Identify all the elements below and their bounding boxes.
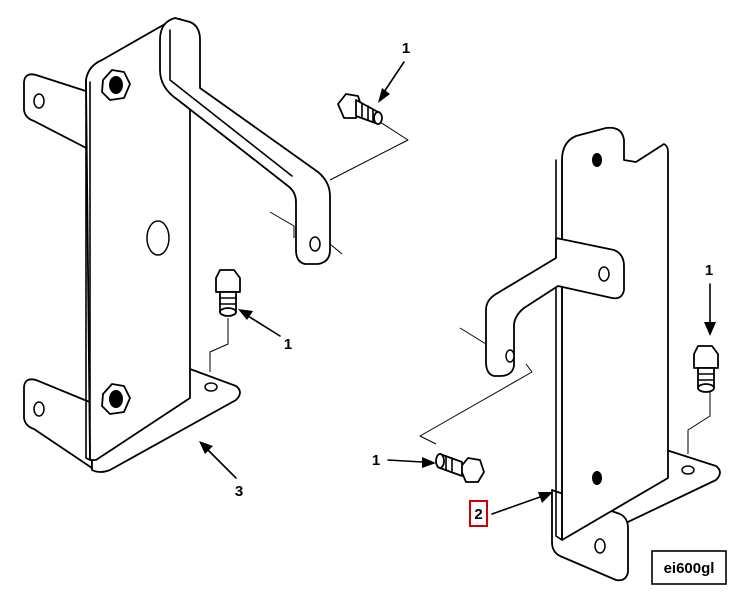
- callout-1-right: 1: [705, 262, 713, 279]
- left-top-bolt: [337, 93, 383, 125]
- callout-3: 3: [235, 483, 243, 500]
- callout-1-left: 1: [284, 336, 292, 353]
- left-top-ear-hole: [33, 93, 45, 109]
- figure-id-box: [651, 550, 727, 585]
- figure-id: ei600gl: [664, 560, 715, 577]
- right-support-arm: [485, 237, 625, 377]
- left-plate-center-hole: [146, 220, 170, 256]
- right-vertical-bolt: [693, 345, 719, 393]
- left-arm-hole: [309, 236, 321, 252]
- left-foot-plate: [91, 368, 241, 473]
- right-lower-tab-hole: [594, 538, 606, 554]
- right-foot-hole: [681, 465, 695, 475]
- right-bracket-assembly: [419, 126, 721, 582]
- left-top-ear: [23, 73, 93, 152]
- callout-2: 2: [474, 506, 482, 523]
- callout-1-front: 1: [372, 452, 380, 469]
- right-arm-hole-upper: [598, 266, 610, 282]
- left-bottom-ear-hole: [33, 401, 45, 417]
- callout-1-top: 1: [402, 40, 410, 57]
- left-support-arm: [159, 17, 331, 265]
- callout-2-highlight-box: [469, 500, 488, 527]
- callout-arrows: [199, 61, 716, 515]
- right-arm-hole-lower: [505, 349, 515, 363]
- left-foot-hole: [204, 382, 218, 392]
- right-front-bolt: [435, 453, 485, 483]
- left-bottom-ear: [23, 378, 93, 469]
- left-bracket-assembly: [23, 17, 409, 473]
- right-main-plate: [561, 126, 669, 541]
- left-vertical-bolt: [215, 269, 241, 317]
